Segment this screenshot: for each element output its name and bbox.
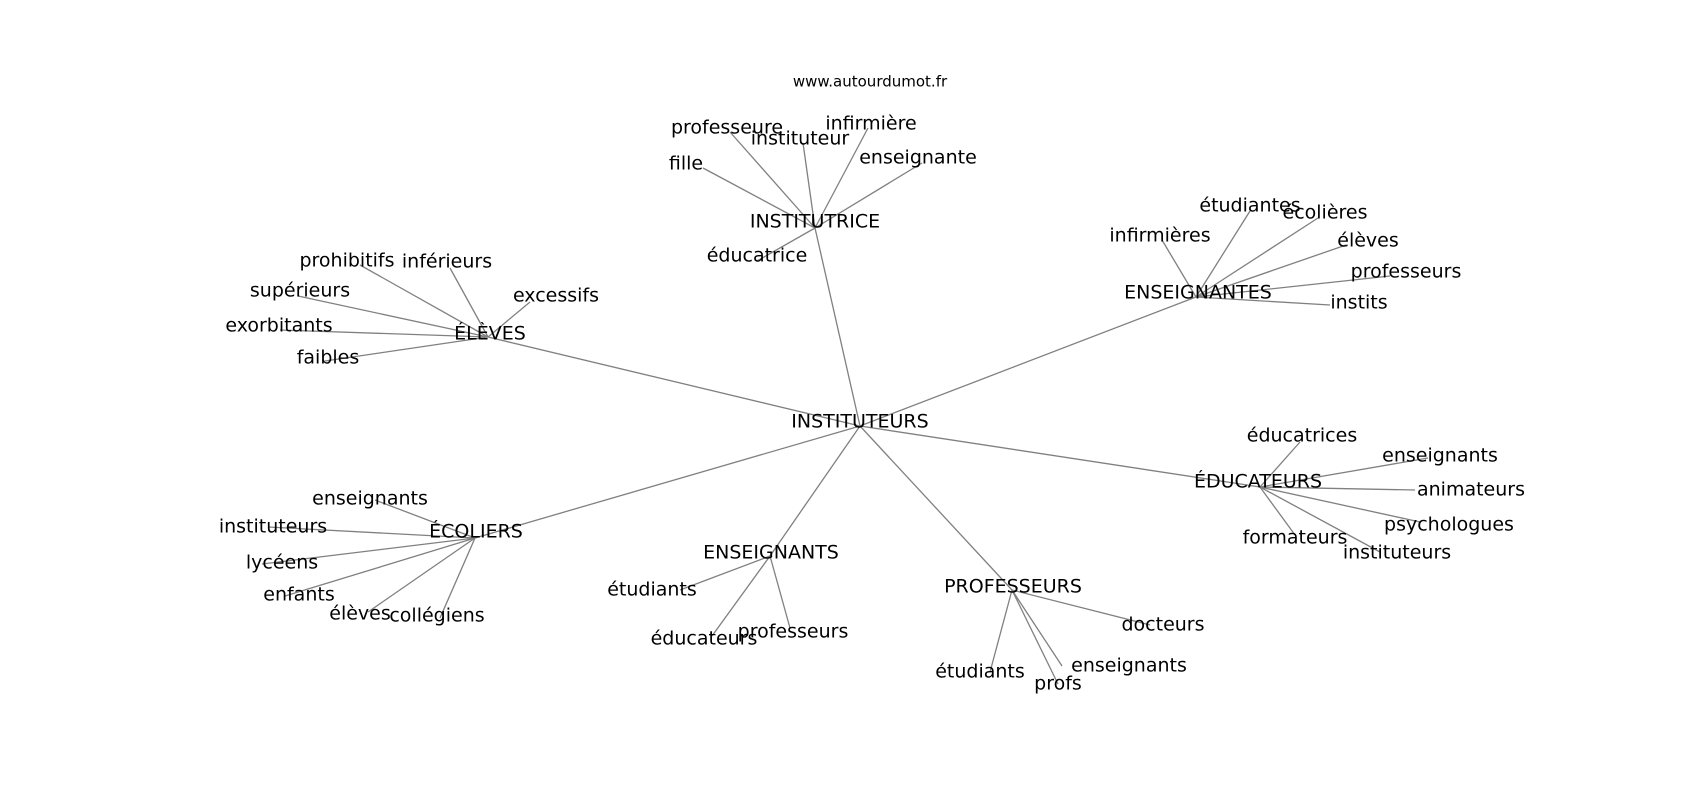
- leaf-node-label[interactable]: élèves: [1337, 230, 1399, 252]
- edge-hub-to-leaf: [367, 537, 476, 613]
- edge-hub-to-leaf: [1011, 589, 1151, 626]
- edge-hub-to-leaf: [814, 127, 869, 229]
- leaf-node-label[interactable]: étudiantes: [1199, 195, 1300, 217]
- edge-root-to-hub: [814, 227, 861, 427]
- labels: www.autourdumot.fr INSTITUTEURS INSTITUTR…: [219, 73, 1525, 695]
- leaf-node-label[interactable]: animateurs: [1417, 479, 1525, 501]
- leaf-node-label[interactable]: enseignants: [312, 488, 428, 510]
- hub-node-label[interactable]: ÉDUCATEURS: [1194, 470, 1322, 493]
- leaf-node-label[interactable]: profs: [1034, 673, 1082, 695]
- edge-hub-to-leaf: [1259, 486, 1421, 523]
- leaf-node-label[interactable]: étudiants: [935, 661, 1025, 683]
- edge-hub-to-leaf: [1161, 239, 1197, 298]
- edge-hub-to-leaf: [449, 267, 489, 338]
- edge-hub-to-leaf: [711, 555, 771, 637]
- hub-node-label[interactable]: PROFESSEURS: [944, 576, 1082, 598]
- leaf-node-label[interactable]: éducateurs: [651, 628, 758, 650]
- edge-hub-to-leaf: [802, 142, 816, 229]
- hub-node-label[interactable]: INSTITUTRICE: [750, 211, 880, 233]
- edge-hub-to-leaf: [1259, 486, 1381, 553]
- edge-hub-to-leaf: [297, 295, 489, 338]
- hub-node-label[interactable]: ENSEIGNANTS: [703, 542, 839, 564]
- edge-hub-to-leaf: [814, 162, 923, 229]
- edge-hub-to-leaf: [261, 537, 476, 565]
- edge-root-to-hub: [487, 336, 861, 427]
- edge-hub-to-leaf: [487, 301, 531, 338]
- edge-hub-to-leaf: [374, 499, 476, 539]
- source-label: www.autourdumot.fr: [793, 73, 948, 91]
- edge-hub-to-leaf: [702, 167, 816, 229]
- leaf-node-label[interactable]: éducatrices: [1247, 425, 1357, 447]
- leaf-node-label[interactable]: élèves: [329, 603, 391, 625]
- edge-root-to-hub: [859, 425, 1261, 488]
- edge-root-to-hub: [859, 425, 1013, 591]
- edge-hub-to-leaf: [1011, 589, 1063, 667]
- hub-node-label[interactable]: ENSEIGNANTES: [1124, 282, 1272, 304]
- leaf-node-label[interactable]: supérieurs: [250, 280, 350, 302]
- leaf-node-label[interactable]: psychologues: [1384, 514, 1514, 536]
- edge-hub-to-leaf: [359, 264, 489, 338]
- edge-hub-to-leaf: [439, 537, 476, 619]
- leaf-node-label[interactable]: enseignants: [1071, 655, 1187, 677]
- leaf-node-label[interactable]: infirmière: [825, 113, 916, 135]
- edge-hub-to-leaf: [1195, 210, 1251, 298]
- edge-hub-to-leaf: [284, 537, 476, 597]
- edge-hub-to-leaf: [1259, 441, 1301, 488]
- hub-node-label[interactable]: ÉLÈVES: [454, 322, 526, 345]
- edge-hub-to-leaf: [989, 589, 1013, 673]
- leaf-node-label[interactable]: instits: [1330, 292, 1387, 314]
- edge-hub-to-leaf: [1195, 275, 1391, 298]
- edge-hub-to-leaf: [1195, 244, 1347, 298]
- edge-root-to-hub: [769, 425, 861, 557]
- edge-hub-to-leaf: [1259, 457, 1429, 488]
- leaf-node-label[interactable]: étudiants: [607, 579, 697, 601]
- edge-hub-to-leaf: [324, 336, 489, 362]
- leaf-node-label[interactable]: écolières: [1283, 202, 1368, 224]
- leaf-node-label[interactable]: enfants: [263, 584, 334, 606]
- leaf-node-label[interactable]: infirmières: [1109, 225, 1210, 247]
- leaf-node-label[interactable]: professeure: [671, 117, 783, 139]
- edge-hub-to-leaf: [1259, 486, 1416, 491]
- edge-hub-to-leaf: [1195, 296, 1331, 306]
- leaf-node-label[interactable]: inférieurs: [402, 251, 492, 273]
- edge-hub-to-leaf: [267, 526, 476, 539]
- leaf-node-label[interactable]: collégiens: [389, 605, 484, 627]
- edge-hub-to-leaf: [756, 227, 816, 262]
- leaf-node-label[interactable]: excessifs: [513, 285, 599, 307]
- edges: [261, 127, 1429, 685]
- edge-hub-to-leaf: [679, 555, 771, 591]
- edge-hub-to-leaf: [1011, 589, 1059, 685]
- leaf-node-label[interactable]: formateurs: [1243, 527, 1348, 549]
- edge-root-to-hub: [474, 425, 861, 539]
- leaf-node-label[interactable]: lycéens: [246, 552, 318, 574]
- edge-hub-to-leaf: [729, 131, 816, 229]
- leaf-node-label[interactable]: enseignants: [1382, 445, 1498, 467]
- edge-hub-to-leaf: [1195, 217, 1319, 298]
- leaf-node-label[interactable]: prohibitifs: [299, 250, 394, 272]
- edge-root-to-hub: [859, 296, 1197, 427]
- leaf-node-label[interactable]: faibles: [297, 347, 360, 369]
- edge-hub-to-leaf: [279, 329, 489, 338]
- leaf-node-label[interactable]: fille: [669, 153, 703, 175]
- edge-hub-to-leaf: [769, 555, 791, 629]
- edge-hub-to-leaf: [1259, 486, 1296, 536]
- leaf-node-label[interactable]: éducatrice: [707, 245, 808, 267]
- leaf-node-label[interactable]: enseignante: [859, 147, 977, 169]
- leaf-node-label[interactable]: professeurs: [738, 621, 849, 643]
- leaf-node-label[interactable]: exorbitants: [225, 315, 332, 337]
- leaf-node-label[interactable]: professeurs: [1351, 261, 1462, 283]
- leaf-node-label[interactable]: instituteurs: [1343, 542, 1451, 564]
- hub-node-label[interactable]: ÉCOLIERS: [429, 520, 523, 543]
- leaf-node-label[interactable]: docteurs: [1121, 614, 1204, 636]
- root-node-label[interactable]: INSTITUTEURS: [791, 411, 928, 433]
- leaf-node-label[interactable]: instituteur: [751, 128, 850, 150]
- leaf-node-label[interactable]: instituteurs: [219, 516, 327, 538]
